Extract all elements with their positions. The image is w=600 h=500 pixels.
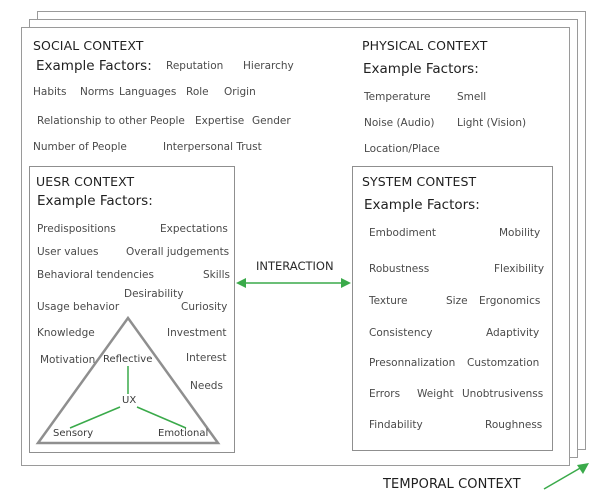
user-factor-user-values: User values xyxy=(37,246,99,258)
ux-triangle-emotional-label: Emotional xyxy=(158,428,209,439)
social-factor-role: Role xyxy=(186,86,209,98)
social-factor-relationship: Relationship to other People xyxy=(37,115,185,127)
user-factor-skills: Skills xyxy=(203,269,230,281)
user-context-title: UESR CONTEXT xyxy=(36,174,135,189)
ux-triangle-sensory-label: Sensory xyxy=(53,428,94,439)
user-factor-investment: Investment xyxy=(167,327,227,339)
ux-triangle-center-label: UX xyxy=(122,395,137,406)
system-context-title: SYSTEM CONTEST xyxy=(362,174,477,189)
system-factor-weight: Weight xyxy=(417,388,454,400)
system-factor-size: Size xyxy=(446,295,468,307)
temporal-arrowhead xyxy=(577,463,589,474)
temporal-context-label: TEMPORAL CONTEXT xyxy=(383,477,521,492)
user-factor-curiosity: Curiosity xyxy=(181,301,228,313)
user-factor-desirability: Desirability xyxy=(124,288,184,300)
user-factor-expectations: Expectations xyxy=(160,223,228,235)
social-factor-number-of-people: Number of People xyxy=(33,141,127,153)
system-factor-findability: Findability xyxy=(369,419,423,431)
system-factor-presonnalization: Presonnalization xyxy=(369,357,456,369)
social-example-factors-label: Example Factors: xyxy=(36,58,152,74)
user-factor-predispositions: Predispositions xyxy=(37,223,116,235)
user-factor-knowledge: Knowledge xyxy=(37,327,95,339)
ux-triangle xyxy=(35,315,221,445)
social-factor-origin: Origin xyxy=(224,86,256,98)
physical-factor-smell: Smell xyxy=(457,91,487,103)
ux-triangle-reflective-label: Reflective xyxy=(103,354,153,365)
system-factor-customzation: Customzation xyxy=(467,357,540,369)
social-factor-expertise: Expertise xyxy=(195,115,245,127)
system-factor-flexibility: Flexibility xyxy=(494,263,545,275)
system-factor-errors: Errors xyxy=(369,388,401,400)
physical-example-factors-label: Example Factors: xyxy=(363,61,479,77)
user-factor-interest: Interest xyxy=(186,352,227,364)
social-factor-norms: Norms xyxy=(80,86,115,98)
user-factor-behavioral-tendencies: Behavioral tendencies xyxy=(37,269,154,281)
user-factor-motivation: Motivation xyxy=(40,354,96,366)
system-factor-robustness: Robustness xyxy=(369,263,430,275)
system-factor-unobtrusivenss: Unobtrusivenss xyxy=(462,388,544,400)
interaction-label: INTERACTION xyxy=(256,259,334,273)
physical-context-title: PHYSICAL CONTEXT xyxy=(362,38,488,53)
system-factor-mobility: Mobility xyxy=(499,227,541,239)
interaction-arrowhead-left xyxy=(236,278,246,288)
social-factor-habits: Habits xyxy=(33,86,67,98)
system-factor-ergonomics: Ergonomics xyxy=(479,295,541,307)
system-factor-consistency: Consistency xyxy=(369,327,433,339)
physical-factor-location: Location/Place xyxy=(364,143,440,155)
user-factor-overall-judgements: Overall judgements xyxy=(126,246,230,258)
physical-factor-temperature: Temperature xyxy=(364,91,431,103)
system-context-box xyxy=(352,166,553,451)
system-example-factors-label: Example Factors: xyxy=(364,197,480,213)
user-context-box xyxy=(29,166,235,453)
system-factor-adaptivity: Adaptivity xyxy=(486,327,540,339)
social-factor-gender: Gender xyxy=(252,115,291,127)
social-factor-languages: Languages xyxy=(119,86,177,98)
user-factor-usage-behavior: Usage behavior xyxy=(37,301,120,313)
system-factor-roughness: Roughness xyxy=(485,419,543,431)
user-example-factors-label: Example Factors: xyxy=(37,193,153,209)
social-factor-interpersonal-trust: Interpersonal Trust xyxy=(163,141,262,153)
social-factor-reputation: Reputation xyxy=(166,60,224,72)
physical-factor-noise: Noise (Audio) xyxy=(364,117,435,129)
user-factor-needs: Needs xyxy=(190,380,223,392)
system-factor-embodiment: Embodiment xyxy=(369,227,436,239)
social-context-title: SOCIAL CONTEXT xyxy=(33,38,144,53)
ux-connector-sensory xyxy=(69,406,121,429)
interaction-arrowhead-right xyxy=(341,278,351,288)
physical-factor-light: Light (Vision) xyxy=(457,117,527,129)
ux-connector-emotional xyxy=(136,406,187,429)
social-factor-hierarchy: Hierarchy xyxy=(243,60,294,72)
system-factor-texture: Texture xyxy=(369,295,408,307)
